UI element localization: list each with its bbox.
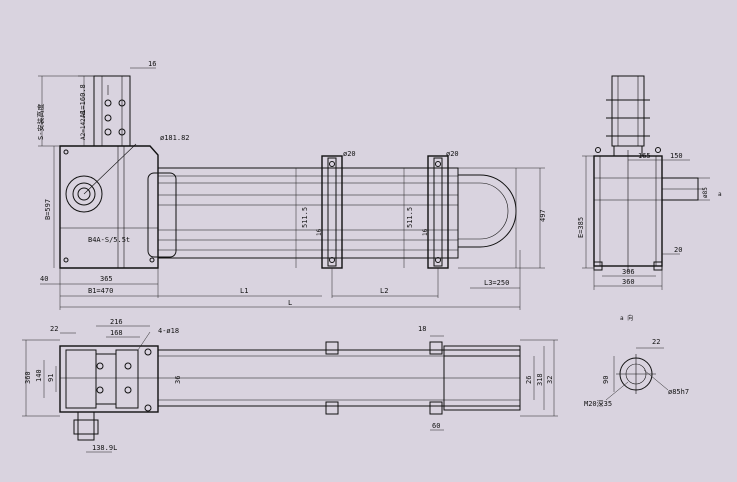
top-dim-18: 18 bbox=[418, 325, 426, 333]
motor-mount-block bbox=[93, 75, 131, 147]
side-view-arrow-label: a bbox=[718, 191, 722, 198]
bolt-hole bbox=[118, 99, 126, 107]
dim-16-b: 16 bbox=[422, 228, 429, 236]
dim-365: 365 bbox=[100, 275, 113, 283]
top-gearbox bbox=[59, 345, 159, 413]
side-dim-150: 150 bbox=[670, 152, 683, 160]
top-dim-holes: 4-ø18 bbox=[158, 327, 179, 335]
detail-view: a 向 22 90 M20深35 ø85h7 bbox=[584, 314, 689, 408]
screw-end-cap bbox=[458, 174, 517, 248]
dim-511-b: 511.5 bbox=[406, 207, 414, 228]
side-dim-20: 20 bbox=[674, 246, 682, 254]
dim-phi-181: ø181.82 bbox=[160, 134, 190, 142]
dim-b597: B=597 bbox=[44, 199, 52, 220]
dim-l1: L1 bbox=[240, 287, 248, 295]
dim-a2: A2=142.8 bbox=[80, 111, 87, 140]
dim-phi20-a: ø20 bbox=[343, 150, 356, 158]
top-dim-32: 32 bbox=[546, 376, 554, 384]
top-dim-26: 26 bbox=[525, 376, 533, 384]
top-dim-60: 60 bbox=[432, 422, 440, 430]
side-dim-165: 165 bbox=[638, 152, 651, 160]
detail-dim-phi85: ø85h7 bbox=[668, 388, 689, 396]
gearbox-housing bbox=[59, 145, 159, 269]
dim-s-height: S-安装高度 bbox=[36, 104, 45, 140]
top-dim-216: 216 bbox=[110, 318, 123, 326]
top-dim-318: 318 bbox=[536, 373, 544, 386]
side-view: 165 150 ø85 E=385 20 306 360 a bbox=[577, 75, 722, 290]
detail-label: a 向 bbox=[620, 314, 633, 322]
nut-block-2 bbox=[427, 155, 449, 269]
dim-497: 497 bbox=[539, 209, 547, 222]
dim-16-a: 16 bbox=[316, 228, 323, 236]
top-dim-360: 360 bbox=[24, 371, 32, 384]
side-dim-e385: E=385 bbox=[577, 217, 585, 238]
dim-L: L bbox=[288, 299, 292, 307]
top-view: 216 168 22 4-ø18 18 360 140 91 36 26 318… bbox=[22, 318, 558, 453]
dim-511-a: 511.5 bbox=[301, 207, 309, 228]
top-dim-168: 168 bbox=[110, 329, 123, 337]
top-nut-1 bbox=[325, 341, 339, 355]
side-dim-360: 360 bbox=[622, 278, 635, 286]
nut-block-1 bbox=[321, 155, 343, 269]
dim-16-top: 16 bbox=[148, 60, 156, 68]
detail-dim-m20: M20深35 bbox=[584, 399, 612, 408]
top-nut-2 bbox=[429, 341, 443, 355]
motor-box bbox=[147, 172, 177, 258]
side-dim-306: 306 bbox=[622, 268, 635, 276]
dim-l2: L2 bbox=[380, 287, 388, 295]
top-motor-stub bbox=[77, 411, 95, 441]
screw-body bbox=[157, 167, 459, 259]
top-dim-138: 138.9L bbox=[92, 444, 117, 452]
dim-phi20-b: ø20 bbox=[446, 150, 459, 158]
top-dim-140: 140 bbox=[35, 369, 43, 382]
detail-dim-22: 22 bbox=[652, 338, 660, 346]
top-dim-22: 22 bbox=[50, 325, 58, 333]
dim-l3: L3=250 bbox=[484, 279, 509, 287]
top-dim-91: 91 bbox=[47, 374, 55, 382]
dim-b1: B1=470 bbox=[88, 287, 113, 295]
output-gear-outer bbox=[65, 175, 103, 213]
side-dim-phi85: ø85 bbox=[702, 187, 709, 198]
detail-dim-90: 90 bbox=[602, 376, 610, 384]
motor-label: B4A-S/5.5t bbox=[88, 236, 130, 244]
top-dim-36: 36 bbox=[174, 376, 182, 384]
dim-40: 40 bbox=[40, 275, 48, 283]
dim-a1: A1=160.8 bbox=[79, 84, 87, 118]
front-view: 16 S-安装高度 A1=160.8 A2=142.8 ø181.82 ø20 … bbox=[36, 60, 547, 310]
